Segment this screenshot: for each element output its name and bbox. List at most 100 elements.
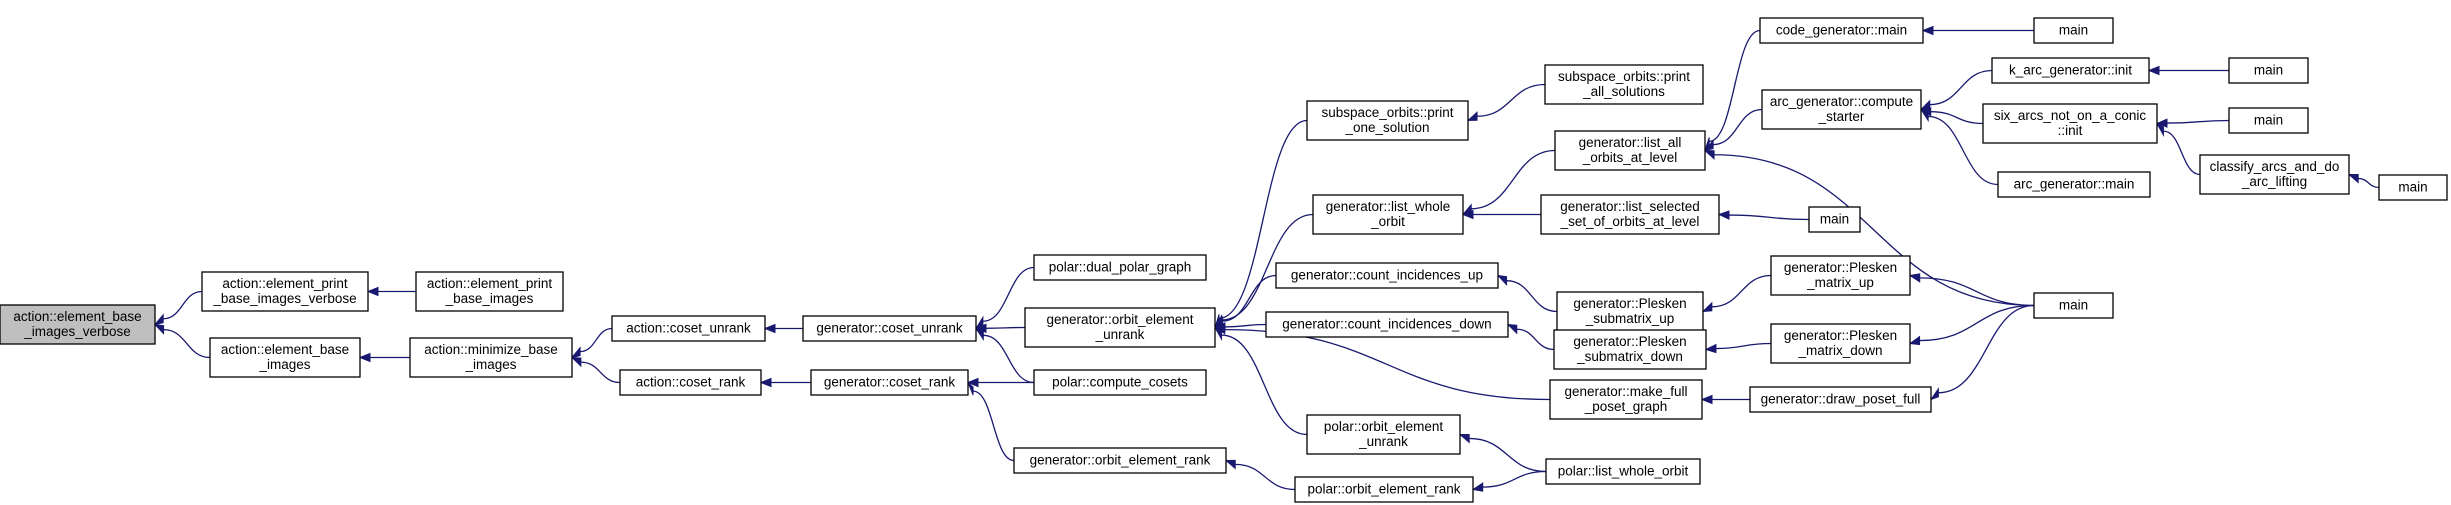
graph-node-n31[interactable]: main [2033, 17, 2114, 44]
edge-n32-to-n22 [1703, 108, 1763, 152]
node-box [1033, 254, 1207, 281]
graph-node-n1[interactable]: action::element_print_base_images_verbos… [201, 271, 369, 312]
graph-node-n11[interactable]: polar::compute_cosets [1033, 369, 1207, 396]
edge-n11-to-n7 [974, 327, 1035, 384]
edge-n8-to-n6 [759, 377, 812, 388]
node-box [1544, 64, 1704, 105]
graph-node-n2[interactable]: action::element_print_base_images [415, 271, 564, 312]
node-label-line: code_generator::main [1776, 23, 1907, 38]
graph-node-n35[interactable]: k_arc_generator::init [1991, 57, 2150, 84]
node-label-line: main [2059, 298, 2088, 313]
graph-node-n5[interactable]: action::coset_unrank [611, 315, 766, 342]
graph-node-n37[interactable]: six_arcs_not_on_a_conic::init [1982, 103, 2158, 144]
node-box [1997, 171, 2151, 198]
graph-node-n27[interactable]: generator::Plesken_matrix_up [1770, 255, 1911, 296]
node-box [1312, 194, 1464, 235]
node-box [1540, 194, 1720, 235]
graph-node-n21[interactable]: polar::list_whole_orbit [1545, 458, 1701, 485]
node-label-line: polar::orbit_element_rank [1307, 482, 1460, 497]
node-label-line: action::coset_unrank [626, 321, 751, 336]
graph-node-n19[interactable]: polar::orbit_element_unrank [1306, 414, 1461, 455]
node-label-line: generator::Plesken [1573, 334, 1686, 349]
edge-n11-to-n8 [966, 377, 1035, 388]
node-label-line: generator::orbit_element_rank [1030, 453, 1211, 468]
node-label-line: _unrank [1358, 434, 1408, 449]
graph-node-n39[interactable]: classify_arcs_and_do_arc_lifting [2199, 154, 2350, 195]
graph-node-n36[interactable]: main [2228, 57, 2309, 84]
edge-n36-to-n35 [2147, 65, 2229, 76]
graph-node-n15[interactable]: generator::list_whole_orbit [1312, 194, 1464, 235]
node-box [1306, 100, 1469, 141]
edge-n37-to-n32 [1919, 107, 1984, 125]
graph-node-n0[interactable]: action::element_base_images_verbose [0, 304, 156, 345]
node-label-line: generator::count_incidences_down [1282, 317, 1491, 332]
node-label-line: _matrix_down [1797, 343, 1882, 358]
node-box [1024, 307, 1216, 348]
node-label-line: action::coset_rank [636, 375, 746, 390]
node-box [2199, 154, 2350, 195]
graph-node-n13[interactable]: subspace_orbits::print_one_solution [1306, 100, 1469, 141]
node-label-line: generator::count_incidences_up [1291, 268, 1483, 283]
graph-node-n14[interactable]: subspace_orbits::print_all_solutions [1544, 64, 1704, 105]
graph-node-n32[interactable]: arc_generator::compute_starter [1761, 89, 1922, 130]
graph-node-n10[interactable]: generator::orbit_element_unrank [1024, 307, 1216, 348]
edge-n40-to-n39 [2347, 173, 2380, 189]
node-box [1265, 311, 1509, 338]
graph-node-n23[interactable]: generator::list_selected_set_of_orbits_a… [1540, 194, 1720, 235]
edge-n14-to-n13 [1466, 83, 1546, 122]
edge-n12-to-n8 [967, 382, 1015, 462]
node-label-line: generator::orbit_element [1046, 312, 1193, 327]
edge-n6-to-n4 [570, 356, 621, 384]
graph-node-n30[interactable]: code_generator::main [1759, 17, 1924, 44]
graph-node-n34[interactable]: main [2033, 292, 2114, 319]
graph-node-n6[interactable]: action::coset_rank [619, 369, 762, 396]
edge-n39-to-n37 [2155, 122, 2201, 176]
node-label-line: _unrank [1095, 327, 1145, 342]
node-box [1549, 379, 1703, 420]
node-box [0, 304, 156, 345]
graph-node-n3[interactable]: action::element_base_images [209, 337, 361, 378]
node-label-line: generator::make_full [1564, 384, 1687, 399]
node-box [611, 315, 766, 342]
node-label-line: main [2398, 180, 2427, 195]
graph-node-n12[interactable]: generator::orbit_element_rank [1013, 447, 1227, 474]
graph-node-n38[interactable]: main [2228, 107, 2309, 134]
graph-node-n29[interactable]: generator::draw_poset_full [1749, 386, 1932, 413]
edge-n34-to-n22 [1703, 149, 2035, 307]
node-label-line: polar::orbit_element [1324, 419, 1444, 434]
node-label-line: generator::coset_rank [824, 375, 956, 390]
graph-node-n7[interactable]: generator::coset_unrank [802, 315, 977, 342]
node-box [209, 337, 361, 378]
edge-n19-to-n10 [1213, 326, 1308, 436]
node-label-line: _orbits_at_level [1582, 150, 1678, 165]
graph-node-n28[interactable]: generator::Plesken_matrix_down [1770, 323, 1911, 364]
node-box [1013, 447, 1227, 474]
graph-node-n17[interactable]: generator::count_incidences_down [1265, 311, 1509, 338]
graph-node-n40[interactable]: main [2378, 174, 2448, 201]
graph-node-n25[interactable]: generator::Plesken_submatrix_up [1556, 291, 1704, 332]
graph-node-n18[interactable]: generator::make_full_poset_graph [1549, 379, 1703, 420]
node-label-line: _base_images_verbose [212, 291, 356, 306]
node-box [1275, 262, 1499, 289]
node-label-line: _arc_lifting [2241, 174, 2307, 189]
node-label-line: generator::list_selected [1560, 199, 1700, 214]
edge-n31-to-n30 [1921, 25, 2034, 36]
graph-node-n26[interactable]: generator::Plesken_submatrix_down [1553, 329, 1707, 370]
node-label-line: _set_of_orbits_at_level [1560, 214, 1700, 229]
graph-node-n8[interactable]: generator::coset_rank [810, 369, 969, 396]
edge-n38-to-n37 [2155, 118, 2230, 128]
graph-node-n22[interactable]: generator::list_all_orbits_at_level [1554, 130, 1706, 171]
edge-n2-to-n1 [366, 286, 416, 297]
node-box [2033, 17, 2114, 44]
graph-node-n9[interactable]: polar::dual_polar_graph [1033, 254, 1207, 281]
node-label-line: main [2254, 113, 2283, 128]
graph-node-n20[interactable]: polar::orbit_element_rank [1294, 476, 1474, 503]
graph-node-n16[interactable]: generator::count_incidences_up [1275, 262, 1499, 289]
node-label-line: _one_solution [1344, 120, 1429, 135]
graph-node-n4[interactable]: action::minimize_base_images [409, 337, 573, 378]
node-box [2228, 57, 2309, 84]
node-box [1556, 291, 1704, 332]
node-label-line: subspace_orbits::print [1321, 105, 1453, 120]
graph-node-n24[interactable]: main [1808, 206, 1861, 233]
graph-node-n33[interactable]: arc_generator::main [1997, 171, 2151, 198]
